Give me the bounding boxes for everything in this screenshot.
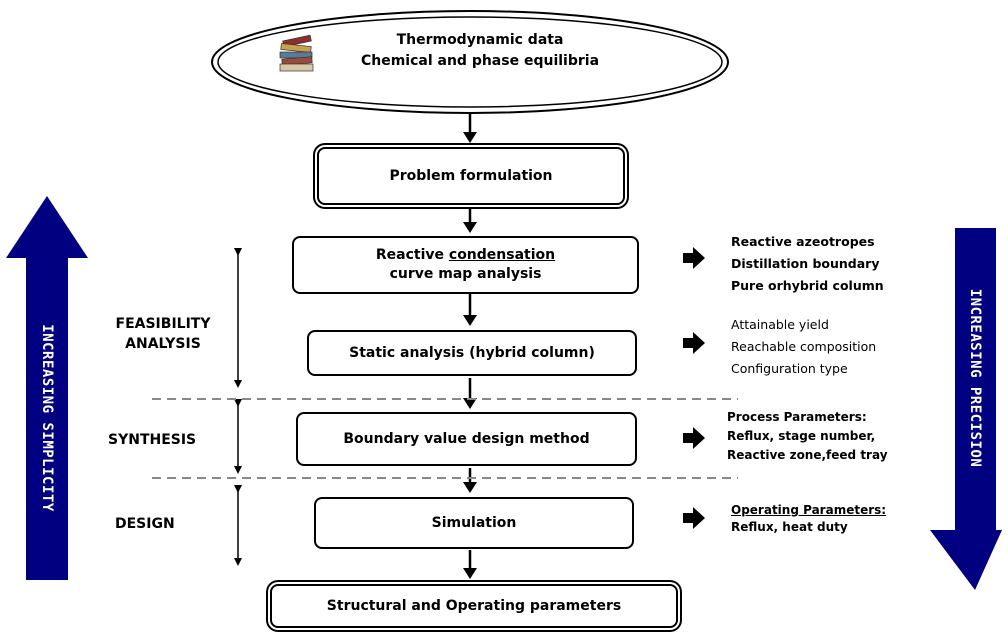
top-oval-line2: Chemical and phase equilibria <box>360 53 600 69</box>
flow-arrows <box>463 114 477 579</box>
increasing-precision-label: INCREASING PRECISION <box>967 288 983 468</box>
feasibility-label: FEASIBILITY ANALYSIS <box>115 316 211 353</box>
boundary-value-label: Boundary value design method <box>343 430 590 447</box>
reactive-line2: curve map analysis <box>389 266 542 282</box>
synthesis-label: SYNTHESIS <box>108 432 197 448</box>
reactive-line1: Reactive condensation <box>375 247 556 264</box>
boundary-outputs: Process Parameters: Reflux, stage number… <box>727 410 888 463</box>
output-arrows <box>683 247 705 529</box>
structural-parameters-label: Structural and Operating parameters <box>326 597 622 614</box>
top-oval-line1: Thermodynamic data <box>396 32 564 48</box>
stage-separators <box>152 398 738 479</box>
simulation-box: Simulation <box>314 497 634 549</box>
design-label: DESIGN <box>115 516 175 532</box>
increasing-simplicity-label: INCREASING SIMPLICITY <box>39 324 55 512</box>
books-icon <box>279 34 314 72</box>
top-oval <box>211 10 729 114</box>
top-oval-text: Thermodynamic data Chemical and phase eq… <box>330 30 630 72</box>
boundary-value-box: Boundary value design method <box>296 412 637 466</box>
structural-parameters-box: Structural and Operating parameters <box>270 584 678 628</box>
reactive-condensation-box: Reactive condensation curve map analysis <box>292 236 639 294</box>
problem-formulation-box: Problem formulation <box>317 147 625 205</box>
reactive-outputs: Reactive azeotropes Distillation boundar… <box>731 234 884 293</box>
static-analysis-label: Static analysis (hybrid column) <box>349 344 595 361</box>
simulation-outputs: Operating Parameters: Reflux, heat duty <box>731 503 887 535</box>
increasing-precision-arrow <box>930 228 1002 590</box>
simulation-label: Simulation <box>431 514 517 531</box>
increasing-simplicity-arrow <box>6 196 88 580</box>
static-analysis-box: Static analysis (hybrid column) <box>307 330 637 376</box>
problem-formulation-label: Problem formulation <box>389 167 553 184</box>
static-outputs: Attainable yield Reachable composition C… <box>731 317 877 376</box>
